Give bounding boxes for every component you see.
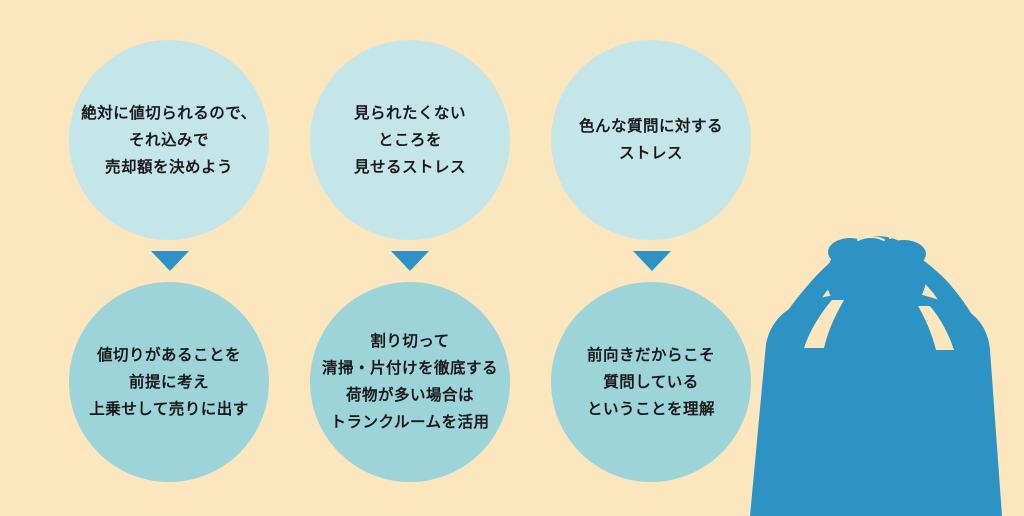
problem-circle-2: 見られたくない ところを 見せるストレス [310,40,510,240]
solution-circle-3: 前向きだからこそ 質問している ということを理解 [551,282,751,482]
problem-circle-3: 色んな質問に対する ストレス [551,40,751,240]
solution-circle-2: 割り切って 清掃・片付けを徹底する 荷物が多い場合は トランクルームを活用 [310,282,510,482]
down-arrow-icon-2 [391,251,429,271]
stressed-person-holding-head-icon [750,234,1002,516]
down-arrow-icon-1 [151,251,189,271]
problem-text-3: 色んな質問に対する ストレス [578,117,723,162]
problem-text-2: 見られたくない ところを 見せるストレス [353,103,466,176]
problem-text-1: 絶対に値切られるので、 それ込みで 売却額を決めよう [81,103,257,176]
solution-text-2: 割り切って 清掃・片付けを徹底する 荷物が多い場合は トランクルームを活用 [321,332,498,431]
solution-text-1: 値切りがあることを 前提に考え 上乗せして売りに出す [89,345,249,418]
solution-circle-1: 値切りがあることを 前提に考え 上乗せして売りに出す [69,282,269,482]
down-arrow-icon-3 [633,251,671,271]
problem-circle-1: 絶対に値切られるので、 それ込みで 売却額を決めよう [69,40,269,240]
solution-text-3: 前向きだからこそ 質問している ということを理解 [586,345,715,418]
